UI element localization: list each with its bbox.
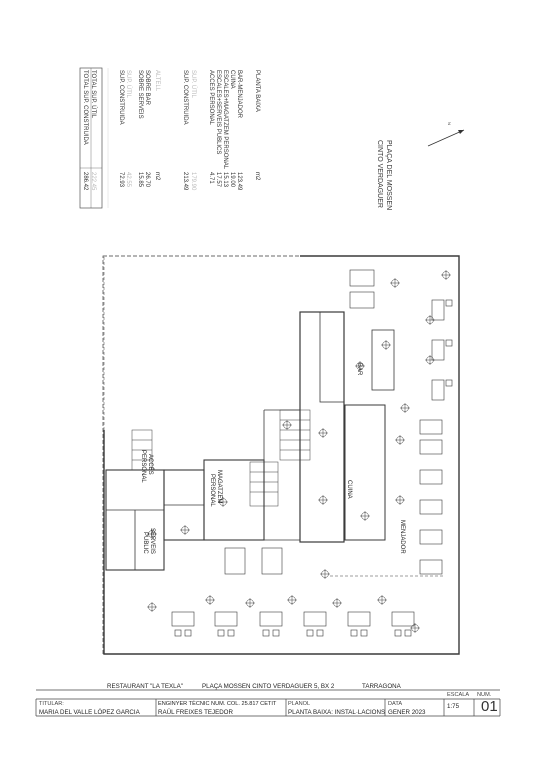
plano-label: PLANOL (288, 701, 311, 707)
svg-text:N: N (447, 122, 452, 125)
restaurant-name: RESTAURANT "LA TEXLA" (107, 683, 183, 690)
address: PLAÇA MOSSEN CINTO VERDAGUER 5, BX 2 (202, 683, 335, 690)
num-value: 01 (481, 698, 498, 715)
titular-name: MARIA DEL VALLE LÓPEZ GARCIA (39, 709, 140, 716)
city: TARRAGONA (362, 683, 401, 690)
engineer-name: RAÜL FREIXES TEJEDOR (158, 709, 233, 716)
data-label: DATA (388, 701, 403, 707)
north-arrow-icon: N (427, 122, 465, 147)
data-value: GENER 2023 (388, 709, 426, 716)
escala-value: 1:75 (447, 703, 460, 710)
plano-value: PLANTA BAIXA: INSTAL·LACIONS (288, 709, 386, 716)
escala-label: ESCALA (447, 692, 470, 698)
engineer-title: ENGINYER TÈCNIC NUM. COL. 25.817 CETIT (158, 701, 277, 707)
titular-label: TITULAR: (39, 701, 64, 707)
num-label: NUM. (477, 692, 492, 698)
